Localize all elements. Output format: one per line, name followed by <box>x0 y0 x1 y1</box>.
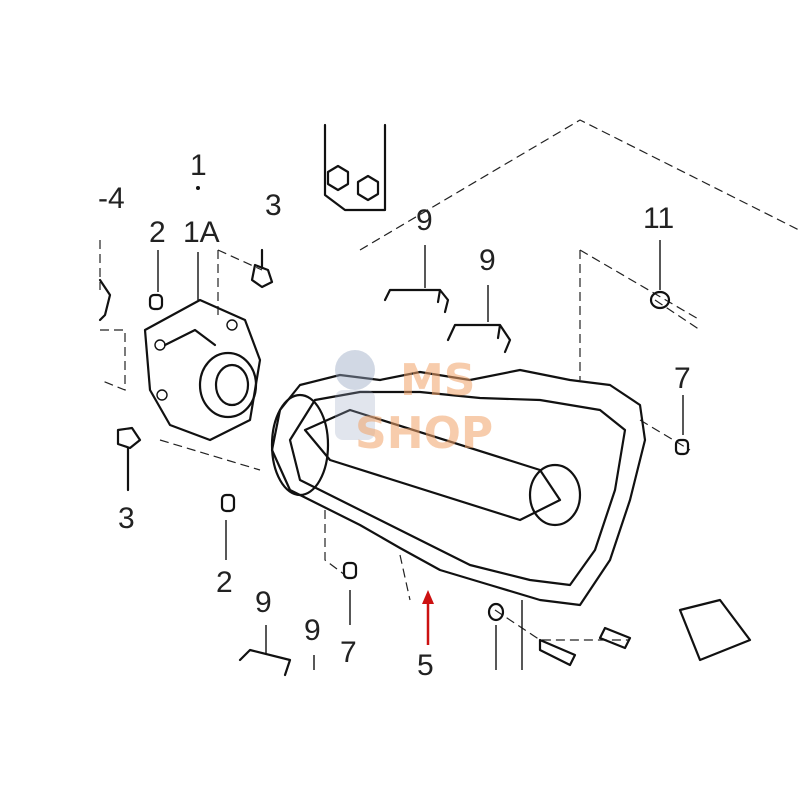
label-part-4: -4 <box>98 182 125 215</box>
bolt-3-top <box>250 248 274 289</box>
label-part-9-b: 9 <box>479 244 496 277</box>
clips-9 <box>238 245 512 677</box>
upper-bracket <box>323 123 387 212</box>
watermark-line1: MS <box>400 355 475 406</box>
label-part-3-top: 3 <box>265 189 282 222</box>
label-part-3-bottom: 3 <box>118 502 135 535</box>
bolt-3-bottom <box>116 426 142 492</box>
leader-lines <box>99 119 799 641</box>
label-part-1: 1 <box>190 149 207 182</box>
part-labels: 1 -4 2 1A 3 9 9 11 7 3 2 9 9 7 5 <box>98 149 691 682</box>
label-part-5: 5 <box>417 649 434 682</box>
label-part-9-c: 9 <box>255 586 272 619</box>
case-gasket <box>270 368 647 607</box>
label-part-2-top: 2 <box>149 216 166 249</box>
watermark: MS SHOP <box>335 350 493 459</box>
label-part-11: 11 <box>643 202 674 235</box>
red-arrow <box>422 590 434 645</box>
label-part-7-right: 7 <box>674 362 691 395</box>
flange-housing-1a <box>143 298 262 442</box>
label-part-9-d: 9 <box>304 614 321 647</box>
label-part-1a: 1A <box>183 216 220 249</box>
label-part-9-a: 9 <box>416 204 433 237</box>
label-part-2-bottom: 2 <box>216 566 233 599</box>
label-part-7-bottom: 7 <box>340 636 357 669</box>
watermark-line2: SHOP <box>355 408 493 459</box>
